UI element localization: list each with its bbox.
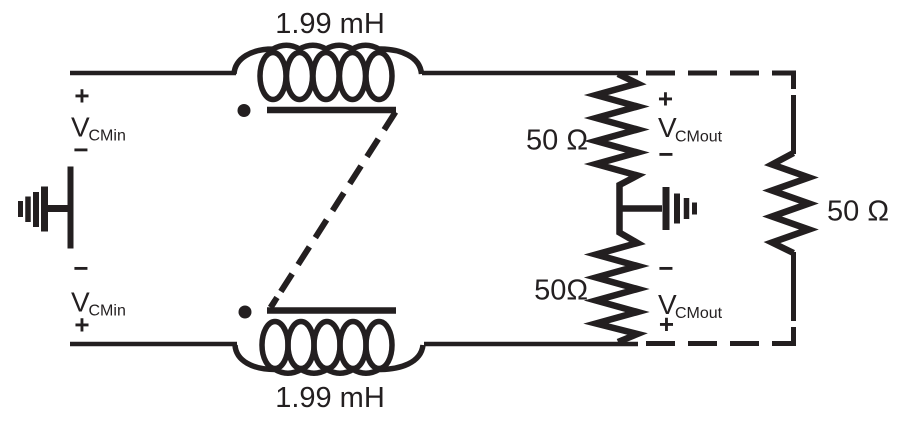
ground-symbol-right: [619, 187, 697, 230]
transformer-core-diagonal: [268, 110, 399, 309]
vcmin-bottom-subscript: CMin: [89, 303, 126, 320]
resistor-shunt-bottom: [583, 208, 650, 346]
vcmin-top-symbol: V: [71, 112, 90, 143]
inductor-top-loop: [283, 49, 316, 103]
corner-bottom-right: [772, 327, 796, 346]
vcmout-top-plus: +: [658, 84, 673, 114]
vcmout-bottom-subscript: CMout: [675, 305, 723, 322]
resistance-label-shunt-top: 50 Ω: [526, 125, 588, 157]
inductance-label-top: 1.99 mH: [275, 8, 385, 40]
vcmout-top-symbol: V: [658, 112, 677, 143]
inductor-bottom-loop: [311, 318, 343, 372]
inductor-bottom-coil: [232, 318, 426, 376]
transformer-core-diagonal-end: [267, 295, 280, 310]
inductor-top-loop: [336, 49, 369, 103]
polarity-dot-top: [237, 104, 251, 117]
vcmout-bottom-minus: −: [658, 253, 673, 283]
resistor-shunt-top: [583, 71, 650, 209]
vcmout-bottom-symbol: V: [658, 289, 677, 320]
vcmout-top-subscript: CMout: [675, 129, 723, 146]
vcmin-bottom-symbol: V: [71, 287, 90, 318]
polarity-dot-bottom: [238, 305, 252, 319]
inductor-bottom-loop: [337, 318, 369, 372]
vcmin-top-plus: +: [74, 81, 89, 111]
corner-top-right: [772, 70, 796, 89]
vcmout-top-minus: −: [658, 139, 673, 169]
inductor-top-loop: [310, 49, 342, 103]
inductor-top-hump-line: [231, 42, 425, 75]
inductor-top-loop: [257, 49, 289, 103]
inductor-bottom-loop: [285, 318, 317, 372]
vcmin-top-minus: −: [73, 135, 88, 165]
resistance-label-load: 50 Ω: [827, 196, 889, 228]
ground-symbol-left: [18, 166, 74, 249]
inductor-bottom-loop: [363, 318, 395, 372]
inductor-top-loop: [363, 49, 395, 103]
vcmin-top-subscript: CMin: [89, 128, 126, 145]
vcmout-bottom-plus: +: [659, 309, 674, 339]
vcmin-bottom-minus: −: [73, 253, 88, 283]
inductor-top-coil: [231, 42, 425, 103]
vcmin-bottom-plus: +: [74, 310, 89, 340]
inductance-label-bottom: 1.99 mH: [275, 382, 385, 414]
resistance-label-shunt-bottom: 50Ω: [534, 275, 588, 307]
inductor-bottom-loop: [259, 318, 291, 372]
resistor-load-right: [762, 150, 819, 256]
